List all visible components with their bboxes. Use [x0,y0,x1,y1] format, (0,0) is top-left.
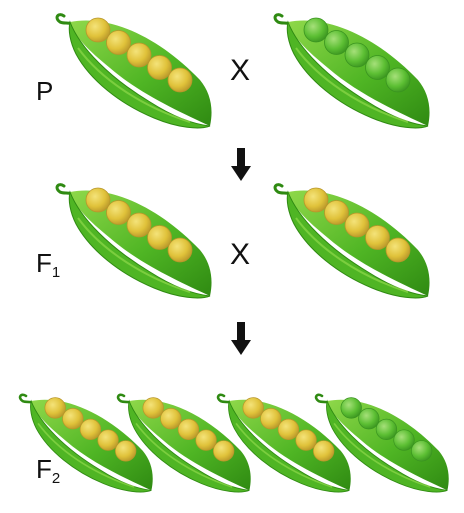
pea [147,55,172,80]
pea [97,429,119,451]
pea-pod-green [310,380,456,513]
pea [277,418,300,441]
pea [358,408,380,430]
pea-pod-yellow [50,8,220,141]
pea [114,440,137,462]
pea [195,429,217,451]
pea [62,408,84,430]
pea [303,187,329,213]
pea [324,30,349,55]
label-f1: F1 [36,248,61,281]
pea [340,397,362,419]
pea [106,30,131,55]
pea [106,200,131,225]
pea [344,212,370,238]
label-f2: F2 [36,454,61,487]
pea-pod-yellow [112,380,258,513]
pea [344,42,370,68]
label-p: P [36,76,54,106]
pea [324,200,349,225]
pea-pod-green [268,8,438,141]
cross-symbol-f1: X [230,238,251,271]
pea [177,418,200,441]
pea-pod-yellow [50,178,220,311]
pea [167,67,193,93]
pea [212,440,235,462]
pea [126,212,152,238]
pea [365,225,390,250]
pea [167,237,193,263]
pea [312,440,335,462]
down-arrow-icon [231,148,251,181]
pea [85,17,111,43]
pea [85,187,111,213]
pea [410,440,433,462]
pea [142,397,164,419]
pea [126,42,152,68]
pea [385,67,411,93]
pea-pod-yellow [14,380,160,513]
pea [44,397,66,419]
pea [365,55,390,80]
pea [393,429,415,451]
pea [260,408,282,430]
pea-pod-yellow [212,380,358,513]
cross-symbol-p: X [230,54,251,87]
pea [79,418,102,441]
pea [385,237,411,263]
pea [303,17,329,43]
pea [375,418,398,441]
pea [160,408,182,430]
down-arrow-icon [231,322,251,355]
pea [295,429,317,451]
pea-pod-yellow [268,178,438,311]
pea [242,397,264,419]
pea [147,225,172,250]
